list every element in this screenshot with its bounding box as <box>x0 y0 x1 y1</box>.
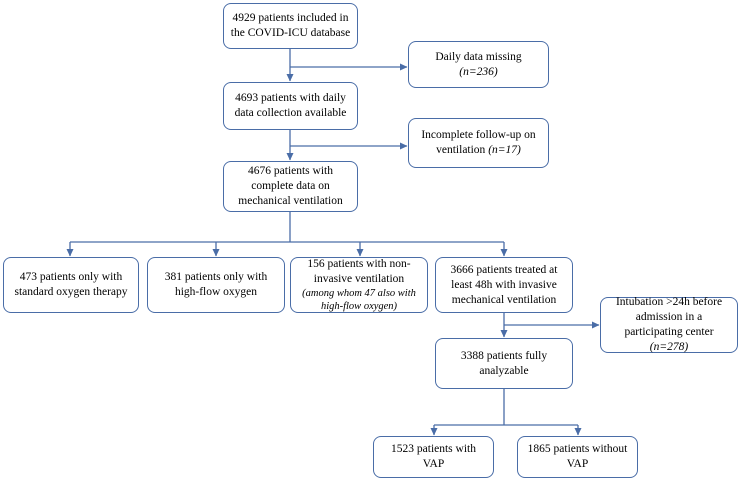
box-intubation-excluded: Intubation >24h before admission in a pa… <box>600 296 738 353</box>
box-incomplete-followup-line-1: Incomplete follow-up on <box>421 129 536 141</box>
box-oxygen-only-line-1: 473 patients only with <box>19 271 123 283</box>
box-imv-line-1: 3666 patients treated at <box>450 263 558 276</box>
box-analyzable: 3388 patients fully analyzable <box>435 338 573 389</box>
box-intubation-excluded-line-2: admission in a <box>635 311 703 323</box>
box-daily-missing-note: (n=236) <box>459 65 498 78</box>
box-highflow-only-line-1: 381 patients only with <box>164 271 268 283</box>
box-with-vap-line-2: VAP <box>422 458 445 470</box>
box-imv: 3666 patients treated at least 48h with … <box>435 257 573 313</box>
box-included: 4929 patients included in the COVID-ICU … <box>223 3 358 49</box>
box-daily-missing-line-1: Daily data missing <box>435 50 522 63</box>
box-intubation-excluded-note: (n=278) <box>649 341 689 353</box>
box-included-line-1: 4929 patients included in <box>232 12 349 24</box>
box-daily-available-line-1: 4693 patients with daily <box>235 92 346 104</box>
box-with-vap-line-1: 1523 patients with <box>391 443 476 455</box>
box-incomplete-followup-line-2: ventilation (n=17) <box>436 143 521 158</box>
box-niv-note-1: (among whom 47 also with <box>302 288 416 299</box>
box-without-vap-line-1: 1865 patients without <box>527 443 628 455</box>
box-complete-data-line-2: complete data on <box>251 180 330 192</box>
box-incomplete-followup: Incomplete follow-up on ventilation (n=1… <box>408 118 549 168</box>
box-niv-line-1: 156 patients with non- <box>307 258 411 270</box>
box-complete-data: 4676 patients with complete data on mech… <box>223 161 358 212</box>
box-included-line-2: the COVID-ICU database <box>230 27 351 39</box>
box-intubation-excluded-line-3: participating center <box>624 326 714 338</box>
box-imv-line-2: least 48h with invasive <box>451 278 557 291</box>
box-niv: 156 patients with non- invasive ventilat… <box>290 257 428 313</box>
box-oxygen-only: 473 patients only with standard oxygen t… <box>3 257 139 313</box>
box-analyzable-line-2: analyzable <box>479 364 529 377</box>
box-complete-data-line-3: mechanical ventilation <box>238 195 343 207</box>
box-intubation-excluded-line-1: Intubation >24h before <box>615 296 723 308</box>
box-highflow-only: 381 patients only with high-flow oxygen <box>147 257 285 313</box>
box-oxygen-only-line-2: standard oxygen therapy <box>14 286 128 298</box>
box-incomplete-followup-note: (n=17) <box>488 144 521 156</box>
box-imv-line-3: mechanical ventilation <box>451 293 557 306</box>
box-niv-note-2: high-flow oxygen) <box>320 301 398 312</box>
box-daily-available: 4693 patients with daily data collection… <box>223 82 358 130</box>
box-analyzable-line-1: 3388 patients fully <box>460 349 548 362</box>
box-incomplete-followup-text: ventilation <box>436 144 489 156</box>
box-highflow-only-line-2: high-flow oxygen <box>174 286 258 298</box>
box-complete-data-line-1: 4676 patients with <box>248 165 333 177</box>
box-without-vap: 1865 patients without VAP <box>517 436 638 478</box>
box-with-vap: 1523 patients with VAP <box>373 436 494 478</box>
box-daily-missing: Daily data missing (n=236) <box>408 41 549 88</box>
box-niv-line-2: invasive ventilation <box>313 273 405 285</box>
box-without-vap-line-2: VAP <box>566 458 589 470</box>
box-daily-available-line-2: data collection available <box>234 107 347 119</box>
